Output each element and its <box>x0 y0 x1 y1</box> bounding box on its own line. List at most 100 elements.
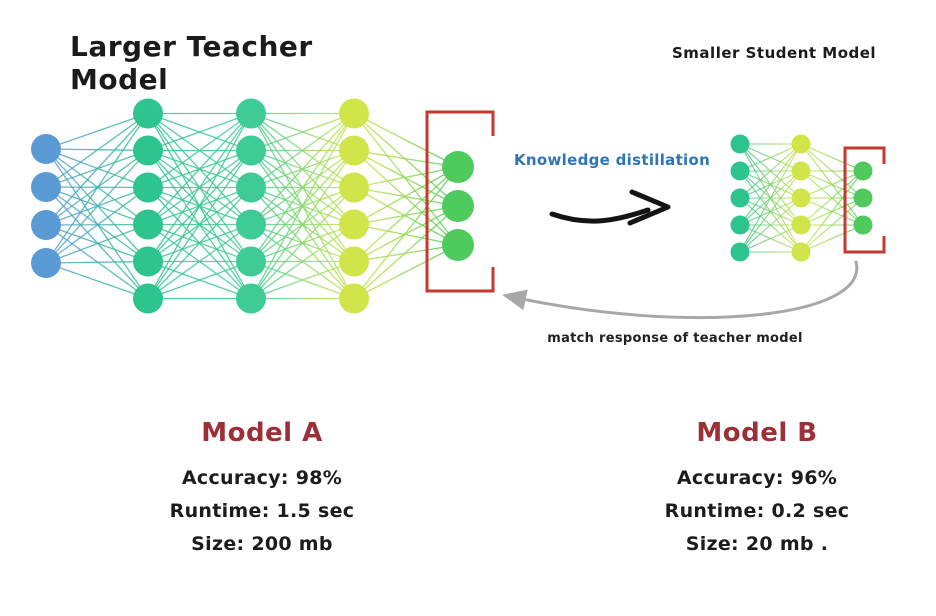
network-edge <box>353 186 459 246</box>
model-b-card: Model B Accuracy: 96% Runtime: 0.2 sec S… <box>627 418 887 561</box>
network-edge <box>147 113 252 262</box>
network-edge <box>353 244 459 263</box>
network-edge <box>353 166 459 189</box>
network-node <box>133 98 163 129</box>
model-a-title: Model A <box>201 418 323 448</box>
network-edge <box>250 112 355 152</box>
network-edge <box>250 113 355 262</box>
network-edge <box>353 244 459 300</box>
network-edge <box>250 260 355 300</box>
network-edge <box>739 143 802 199</box>
network-edge <box>800 170 864 226</box>
network-node <box>730 242 750 262</box>
network-edge <box>45 113 149 226</box>
network-edge <box>739 224 802 253</box>
network-edge <box>45 113 149 264</box>
teacher-model-title: Larger Teacher Model <box>70 30 313 96</box>
network-edge <box>353 223 459 246</box>
network-edge <box>45 112 149 150</box>
network-edge <box>250 150 355 299</box>
network-node <box>133 172 163 203</box>
network-edge <box>739 170 802 253</box>
network-node <box>442 190 474 222</box>
model-b-runtime: Runtime: 0.2 sec <box>664 500 850 522</box>
network-node <box>236 135 266 166</box>
network-edge <box>147 112 252 189</box>
network-edge <box>45 186 149 264</box>
network-edge <box>739 197 802 253</box>
network-node <box>853 161 873 181</box>
network-edge <box>353 149 459 207</box>
network-edge <box>250 113 355 225</box>
network-node <box>236 246 266 277</box>
model-b-title: Model B <box>696 418 818 448</box>
network-node <box>339 246 369 277</box>
network-edge <box>353 166 459 262</box>
network-node <box>730 188 750 208</box>
network-edge <box>45 262 149 300</box>
network-edge <box>45 223 149 264</box>
network-node <box>791 134 811 154</box>
model-a-runtime: Runtime: 1.5 sec <box>169 500 355 522</box>
network-node <box>236 209 266 240</box>
network-node <box>133 135 163 166</box>
network-node <box>730 161 750 181</box>
network-edge <box>739 143 802 253</box>
network-edge <box>147 113 252 225</box>
network-edge <box>45 112 149 188</box>
network-edge <box>353 113 459 207</box>
model-a-card: Model A Accuracy: 98% Runtime: 1.5 sec S… <box>132 418 392 561</box>
network-edge <box>250 223 355 300</box>
network-edge <box>353 149 459 168</box>
model-b-accuracy: Accuracy: 96% <box>676 467 838 489</box>
network-node <box>853 215 873 235</box>
network-node <box>791 161 811 181</box>
network-node <box>236 283 266 314</box>
network-edge <box>147 187 252 299</box>
network-edge <box>250 112 355 189</box>
teacher-network <box>31 98 495 314</box>
network-edge <box>739 143 802 226</box>
student-model-title: Smaller Student Model <box>672 44 877 62</box>
feedback-arrow <box>502 260 859 320</box>
network-node <box>791 242 811 262</box>
network-node <box>339 209 369 240</box>
network-edge <box>739 143 802 172</box>
network-edge <box>353 113 459 246</box>
network-node <box>133 283 163 314</box>
network-node <box>236 98 266 129</box>
network-edge <box>147 112 252 152</box>
network-edge <box>250 113 355 299</box>
network-node <box>730 215 750 235</box>
distillation-arrow <box>549 207 651 224</box>
network-node <box>791 215 811 235</box>
network-edge <box>800 143 864 172</box>
network-node <box>133 209 163 240</box>
knowledge-distillation-label: Knowledge distillation <box>514 151 711 169</box>
network-node <box>133 246 163 277</box>
network-node <box>339 283 369 314</box>
network-edge <box>353 205 459 299</box>
network-node <box>31 134 61 164</box>
match-response-label: match response of teacher model <box>547 331 803 346</box>
network-node <box>31 172 61 202</box>
output-bracket <box>843 146 886 254</box>
network-node <box>442 229 474 261</box>
network-node <box>31 210 61 240</box>
network-node <box>236 172 266 203</box>
network-edge <box>353 166 459 226</box>
network-edge <box>147 113 252 299</box>
network-edge <box>45 150 149 264</box>
network-edge <box>353 166 459 299</box>
model-a-accuracy: Accuracy: 98% <box>181 467 343 489</box>
network-node <box>31 248 61 278</box>
network-edge <box>353 150 459 246</box>
network-edge <box>800 170 864 199</box>
network-edge <box>147 223 252 300</box>
student-network <box>730 134 886 262</box>
network-edge <box>147 260 252 300</box>
model-a-size: Size: 200 mb <box>191 533 333 555</box>
network-edge <box>147 150 252 299</box>
